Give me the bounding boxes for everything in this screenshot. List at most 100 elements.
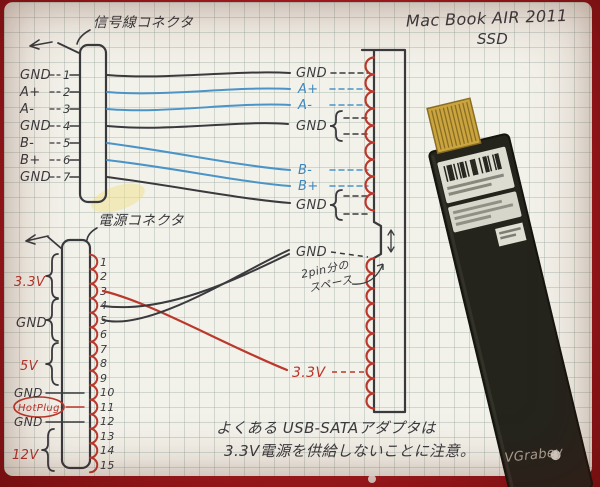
power-pin-number: 7 — [100, 343, 107, 356]
rail-12v-label: 12V — [12, 448, 39, 463]
label-pointer-line — [86, 227, 98, 241]
signal-leader-dashes — [329, 72, 369, 221]
rail-hotplug-label: HotPlug — [18, 403, 60, 414]
sticker-text-line — [452, 199, 503, 215]
rail-5v-label: 5V — [20, 359, 39, 374]
brace-gnd — [45, 298, 59, 342]
power-wires — [101, 249, 290, 372]
brace-5v — [45, 342, 59, 386]
signal-connector-label: 信号線コネクタ — [93, 15, 194, 31]
power-pin-number: 15 — [100, 459, 115, 472]
brace — [329, 189, 343, 221]
leader — [330, 251, 369, 258]
page-subtitle: SSD — [477, 30, 508, 48]
ssd-signal-label: GND — [296, 66, 327, 81]
wire-a-minus — [106, 103, 291, 112]
signal-connector-drawing — [29, 29, 108, 204]
connector-flag — [47, 236, 63, 250]
wire-gnd-a — [102, 253, 290, 309]
power-pin-number: 14 — [100, 444, 115, 457]
ssd-photo — [426, 97, 594, 487]
barcode-lines — [443, 153, 502, 182]
gap-note-arrow-icon — [351, 263, 384, 285]
ssd-signal-label: B- — [298, 163, 312, 178]
power-pin-scallops — [89, 253, 99, 474]
power-pin-number: 10 — [100, 386, 115, 399]
gap-extent-arrow-icon — [387, 229, 395, 253]
sticker-text-line — [455, 214, 492, 226]
leader — [343, 195, 369, 215]
paper-speck — [368, 475, 376, 483]
power-pin-scallops — [365, 257, 376, 410]
rail-3v3-label: 3.3V — [14, 275, 46, 290]
wire-gnd-b — [102, 249, 290, 323]
ssd-signal-label: A- — [297, 98, 312, 113]
connector-outline — [360, 48, 407, 414]
brace — [329, 110, 343, 142]
power-connector-drawing — [13, 227, 99, 474]
power-pin-number: 2 — [100, 270, 107, 283]
signal-pin-label: GND — [20, 170, 51, 185]
round-sticker — [550, 450, 561, 461]
left-arrow-icon — [29, 39, 53, 50]
watermark: VGrabey — [504, 445, 564, 466]
brace-3v3 — [45, 253, 59, 299]
ssd-33v-label: 3.3V — [292, 365, 326, 381]
signal-pin-label: GND — [20, 119, 51, 134]
connector-body — [60, 238, 92, 470]
ssd-signal-label: GND — [296, 119, 327, 134]
highlighter-smudge — [91, 183, 145, 213]
signal-wires — [106, 71, 291, 204]
rail-gnd-label: GND — [16, 316, 47, 331]
signal-pin-number: 5 — [63, 136, 71, 150]
signal-pin-label: B+ — [20, 153, 41, 168]
brace-12v — [41, 428, 55, 472]
ssd-signal-label: GND — [296, 198, 327, 213]
ssd-signal-label: A+ — [297, 82, 319, 97]
ssd-edge-connector-drawing — [360, 48, 407, 414]
power-pin-number: 11 — [100, 401, 115, 414]
sticker-text-line — [498, 227, 521, 235]
signal-pin-number: 6 — [63, 153, 71, 167]
signal-pin-number: 3 — [63, 102, 71, 116]
signal-pin-label: B- — [20, 136, 34, 151]
sticker-text-line — [446, 173, 505, 190]
connector-flag — [57, 42, 80, 54]
power-pin-number: 13 — [100, 430, 115, 443]
pin-ticks — [69, 74, 80, 178]
power-pin-number: 8 — [100, 357, 107, 370]
wire-gnd-4 — [106, 122, 289, 129]
left-arrow-icon — [25, 234, 49, 245]
label-dashes — [49, 74, 61, 178]
connector-finger-lines — [431, 101, 477, 150]
connector-body — [78, 43, 108, 204]
sticker-text-line — [500, 233, 517, 240]
wire-a-plus — [106, 87, 291, 95]
note-line-1: よくある USB-SATAアダプタは — [216, 419, 436, 437]
rail-gnd12-label: GND — [14, 415, 43, 429]
power-pin-number: 1 — [100, 256, 107, 269]
power-connector-label: 電源コネクタ — [98, 213, 184, 229]
wire-gnd-7 — [106, 176, 291, 204]
rail-gnd10-label: GND — [14, 386, 43, 400]
label-pointer-line — [76, 29, 91, 45]
sticker-text-line — [448, 182, 492, 196]
signal-pin-number: 4 — [63, 119, 71, 133]
signal-pin-number: 2 — [63, 85, 71, 99]
wire-b-plus — [106, 159, 291, 187]
sticker-text-line — [454, 203, 514, 221]
ssd-signal-label: B+ — [298, 179, 319, 194]
signal-pin-scallops — [364, 56, 376, 212]
barcode-lines-thick — [447, 153, 501, 181]
wire-gnd-1 — [106, 71, 291, 78]
signal-pin-label: A- — [19, 102, 34, 117]
wire-3v3 — [101, 289, 289, 372]
note-line-2: 3.3V電源を供給しないことに注意。 — [224, 442, 475, 460]
power-pin-number: 12 — [100, 415, 115, 428]
hotplug-circle — [13, 396, 65, 418]
wire-b-minus — [106, 142, 291, 171]
signal-pin-label: GND — [20, 68, 51, 83]
leader — [343, 117, 369, 135]
